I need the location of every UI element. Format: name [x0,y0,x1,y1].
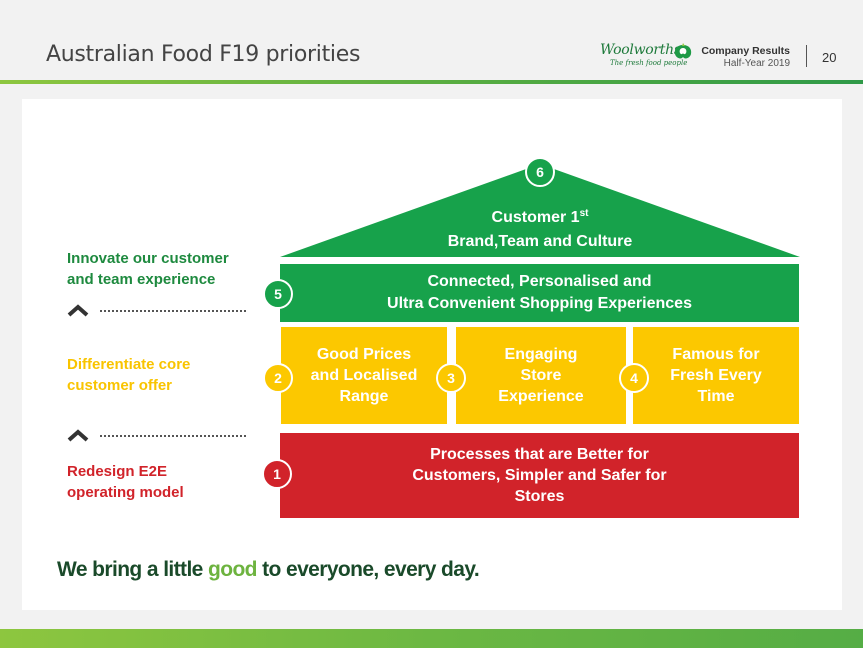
brand-tagline: The fresh food people [610,59,688,67]
side-red-line2: operating model [67,484,184,501]
side-label-differentiate: Differentiate core customer offer [67,354,190,396]
pillar-3-line3: Experience [498,388,584,405]
pillar-2-line3: Range [339,388,389,405]
priority-badge-1: 1 [262,459,292,489]
roof-label: Customer 1st Brand,Team and Culture [380,202,700,254]
dotted-separator [100,435,246,437]
header-divider [806,45,807,67]
pillar-4: Famous for Fresh Every Time [633,327,799,424]
side-green-line1: Innovate our customer [67,250,229,267]
woolworths-brand: Woolworths The fresh food people [600,42,700,74]
results-period: Half-Year 2019 [723,58,790,69]
roof-line1: Customer 1 [491,209,580,226]
side-label-redesign: Redesign E2E operating model [67,461,184,503]
company-results: Company Results Half-Year 2019 [700,45,790,69]
page-title: Australian Food F19 priorities [46,42,361,67]
roof-line2: Brand,Team and Culture [447,233,633,250]
bar1-line1: Processes that are Better for [430,446,649,463]
pillar-4-line2: Fresh Every [670,367,762,384]
priority-bar-5: Connected, Personalised and Ultra Conven… [280,264,799,322]
brand-promise-tagline: We bring a little good to everyone, ever… [57,558,480,582]
pillar-4-line3: Time [697,388,735,405]
footer-accent-bar [0,629,863,648]
tagline-pre: We bring a little [57,558,208,581]
bar1-line3: Stores [514,488,565,505]
chevron-up-icon [67,429,89,442]
pillar-3-line1: Engaging [504,346,578,363]
side-yellow-line2: customer offer [67,377,173,394]
side-yellow-line1: Differentiate core [67,356,191,373]
pillar-3-line2: Store [520,367,562,384]
page-number: 20 [822,50,837,65]
dotted-separator [100,310,246,312]
pillar-3: Engaging Store Experience [456,327,626,424]
priority-bar-1: Processes that are Better for Customers,… [280,433,799,518]
pillar-2-line1: Good Prices [316,346,412,363]
priority-badge-4: 4 [619,363,649,393]
woolworths-logo-icon [674,43,692,59]
bar5-line1: Connected, Personalised and [427,273,652,290]
priority-badge-5: 5 [263,279,293,309]
house-roof [280,164,800,257]
header-accent-rule [0,80,863,84]
results-title: Company Results [701,45,790,57]
priority-badge-3: 3 [436,363,466,393]
side-red-line1: Redesign E2E [67,463,168,480]
roof-superscript: st [579,208,589,219]
bar5-line2: Ultra Convenient Shopping Experiences [387,295,692,312]
slide-header: Australian Food F19 priorities Woolworth… [0,0,863,80]
pillar-4-line1: Famous for [672,346,760,363]
priority-badge-6: 6 [525,157,555,187]
pillar-2: Good Prices and Localised Range [281,327,447,424]
tagline-highlight: good [208,558,258,581]
side-label-innovate: Innovate our customer and team experienc… [67,248,229,290]
pillar-2-line2: and Localised [310,367,418,384]
bar1-line2: Customers, Simpler and Safer for [412,467,667,484]
side-green-line2: and team experience [67,271,216,288]
tagline-post: to everyone, every day. [256,558,480,581]
brand-name: Woolworths [600,42,681,58]
priority-badge-2: 2 [263,363,293,393]
chevron-up-icon [67,304,89,317]
